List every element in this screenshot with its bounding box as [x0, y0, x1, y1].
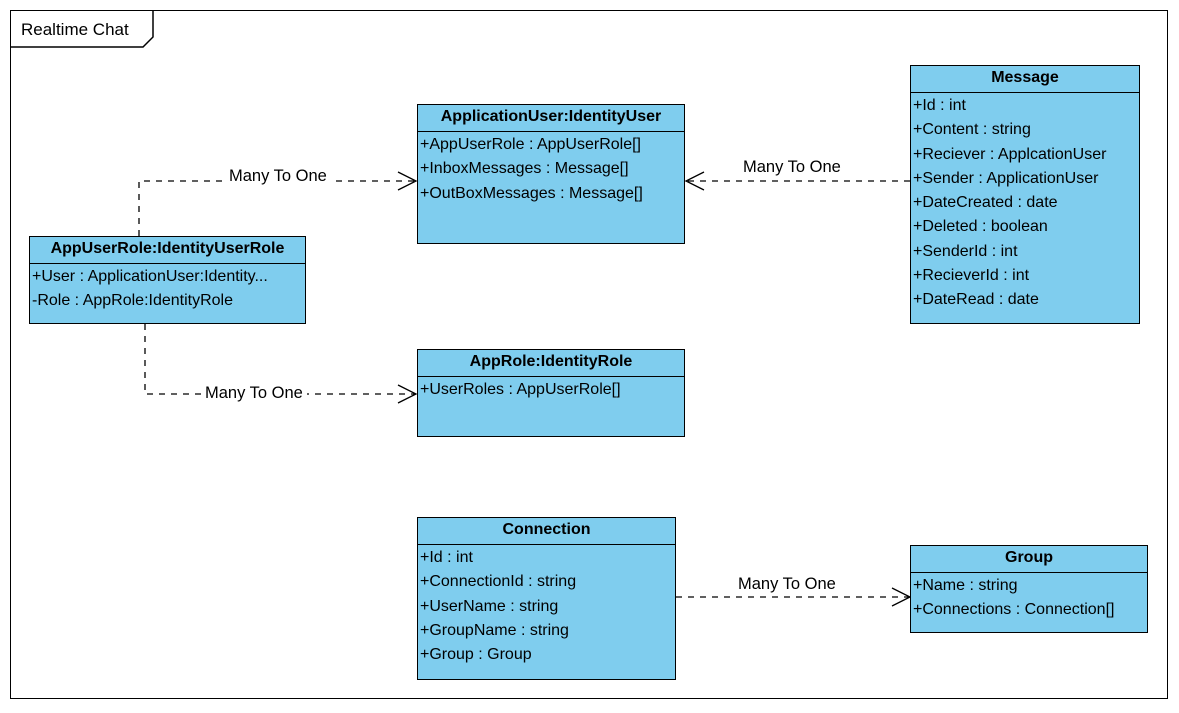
frame-tab: [10, 10, 154, 48]
class-attribute: +Sender : ApplicationUser: [913, 169, 1099, 187]
relation-label: Many To One: [225, 167, 331, 186]
class-connection[interactable]: Connection +Id : int +ConnectionId : str…: [417, 517, 676, 680]
class-attribute: +OutBoxMessages : Message[]: [420, 184, 643, 202]
class-name: Connection: [418, 518, 675, 545]
class-attribute: +DateRead : date: [913, 291, 1039, 309]
class-name: ApplicationUser:IdentityUser: [418, 105, 684, 132]
arrowhead-role: [397, 384, 418, 404]
frame-title: Realtime Chat: [21, 20, 129, 39]
class-attribute: +Deleted : boolean: [913, 218, 1048, 236]
class-attribute: +Connections : Connection[]: [913, 601, 1115, 619]
relation-label: Many To One: [201, 384, 307, 403]
class-attribute: +Reciever : ApplcationUser: [913, 145, 1107, 163]
class-attribute: +GroupName : string: [420, 621, 569, 639]
frame-border: [10, 10, 1168, 699]
class-name: AppUserRole:IdentityUserRole: [30, 237, 305, 264]
class-attribute: +Name : string: [913, 577, 1018, 594]
arrowhead-user-left: [397, 171, 418, 191]
relation-label: Many To One: [739, 158, 845, 177]
class-message[interactable]: Message +Id : int +Content : string +Rec…: [910, 65, 1140, 324]
class-attribute: +ConnectionId : string: [420, 573, 577, 591]
class-attribute: +SenderId : int: [913, 242, 1018, 260]
class-name: Message: [911, 66, 1139, 93]
relation-label: Many To One: [734, 575, 840, 594]
class-attribute: +RecieverId : int: [913, 267, 1030, 285]
class-attribute: +Content : string: [913, 121, 1031, 139]
class-attribute: -Role : AppRole:IdentityRole: [32, 292, 233, 310]
class-attribute: +User : ApplicationUser:Identity...: [32, 268, 268, 285]
class-name: AppRole:IdentityRole: [418, 350, 684, 377]
edge-userrole-to-user: [138, 180, 416, 236]
class-name: Group: [911, 546, 1147, 573]
class-attribute: +InboxMessages : Message[]: [420, 160, 629, 178]
class-attribute: +Id : int: [913, 97, 966, 114]
class-attribute: +Id : int: [420, 549, 473, 566]
class-attribute: +UserName : string: [420, 597, 559, 615]
class-app-user-role[interactable]: AppUserRole:IdentityUserRole +User : App…: [29, 236, 306, 324]
class-application-user[interactable]: ApplicationUser:IdentityUser +AppUserRol…: [417, 104, 685, 244]
class-attribute: +DateCreated : date: [913, 194, 1058, 212]
class-app-role[interactable]: AppRole:IdentityRole +UserRoles : AppUse…: [417, 349, 685, 437]
arrowhead-user-right: [684, 171, 705, 191]
class-attribute: +AppUserRole : AppUserRole[]: [420, 136, 641, 153]
class-attribute: +Group : Group: [420, 646, 532, 664]
class-attribute: +UserRoles : AppUserRole[]: [420, 381, 621, 398]
class-group[interactable]: Group +Name : string +Connections : Conn…: [910, 545, 1148, 633]
